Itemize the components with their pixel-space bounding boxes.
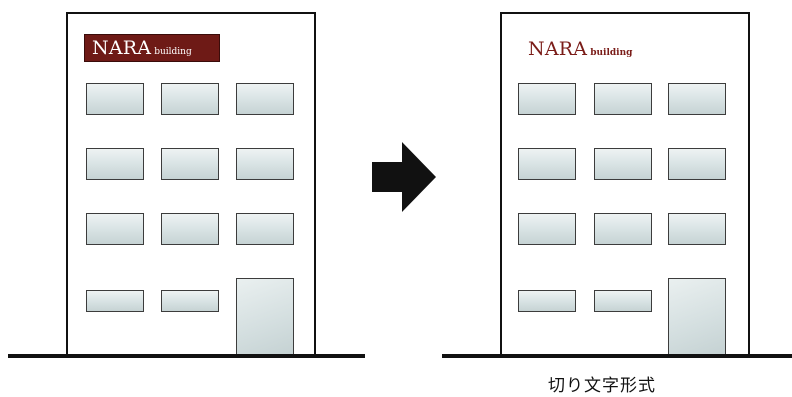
window	[236, 213, 294, 245]
window	[594, 148, 652, 180]
window	[161, 148, 219, 180]
window	[594, 290, 652, 312]
window	[518, 148, 576, 180]
ground-line-before	[8, 354, 365, 358]
sign-sub-text-after: building	[590, 48, 633, 58]
window	[86, 290, 144, 312]
window	[236, 148, 294, 180]
door	[236, 278, 294, 358]
window	[86, 83, 144, 115]
window	[161, 83, 219, 115]
ground-line-after	[442, 354, 792, 358]
window	[86, 213, 144, 245]
window	[668, 148, 726, 180]
caption: 切り文字形式	[548, 376, 656, 396]
window	[518, 213, 576, 245]
window	[668, 83, 726, 115]
window	[518, 83, 576, 115]
window	[161, 213, 219, 245]
window	[86, 148, 144, 180]
window	[594, 83, 652, 115]
window	[518, 290, 576, 312]
right-arrow-icon	[372, 142, 436, 212]
window	[594, 213, 652, 245]
window	[668, 213, 726, 245]
sign-main-text-before: NARA	[92, 37, 152, 59]
window	[161, 290, 219, 312]
window	[236, 83, 294, 115]
sign-main-text-after: NARA	[528, 38, 588, 60]
sign-sub-text-before: building	[154, 47, 192, 57]
door	[668, 278, 726, 358]
